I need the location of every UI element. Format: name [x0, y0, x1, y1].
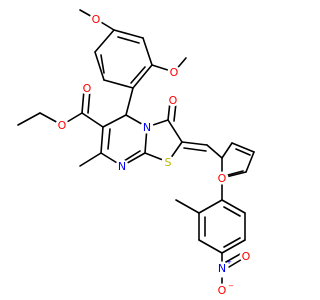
molecule-structure: O O O O O N N S	[17, 9, 255, 297]
thiazole-sulfur: S	[161, 155, 175, 169]
svg-text:−: −	[228, 282, 234, 290]
methoxy-oxygen-top: O	[89, 12, 103, 26]
svg-text:O: O	[169, 94, 178, 107]
svg-text:+: +	[226, 258, 232, 266]
svg-text:N: N	[143, 121, 151, 134]
nitro-oxygen-single: O −	[215, 282, 234, 297]
imine-nitrogen: N	[115, 159, 129, 173]
svg-text:O: O	[83, 82, 92, 95]
svg-text:O: O	[218, 172, 227, 185]
svg-text:O: O	[170, 66, 179, 79]
svg-text:O: O	[218, 284, 227, 297]
svg-text:O: O	[58, 119, 67, 132]
molecule-figure: O O O O O N N S	[17, 9, 255, 297]
svg-text:O: O	[242, 250, 251, 263]
ester-ether-oxygen: O	[55, 118, 69, 132]
nitro-oxygen-double: O	[239, 249, 253, 263]
svg-text:N: N	[218, 262, 226, 275]
bridge-nitrogen: N	[140, 120, 154, 134]
svg-text:N: N	[118, 160, 126, 173]
bond-layer	[17, 9, 255, 289]
methoxy-oxygen-right: O	[167, 65, 181, 79]
atom-label-layer: O O O O O N N S	[55, 12, 253, 297]
svg-text:S: S	[165, 156, 172, 169]
svg-text:O: O	[92, 13, 101, 26]
furan-oxygen: O	[215, 171, 229, 185]
ester-carbonyl-oxygen: O	[80, 81, 94, 95]
lactam-carbonyl-oxygen: O	[166, 93, 180, 107]
nitro-nitrogen: N +	[215, 258, 232, 275]
